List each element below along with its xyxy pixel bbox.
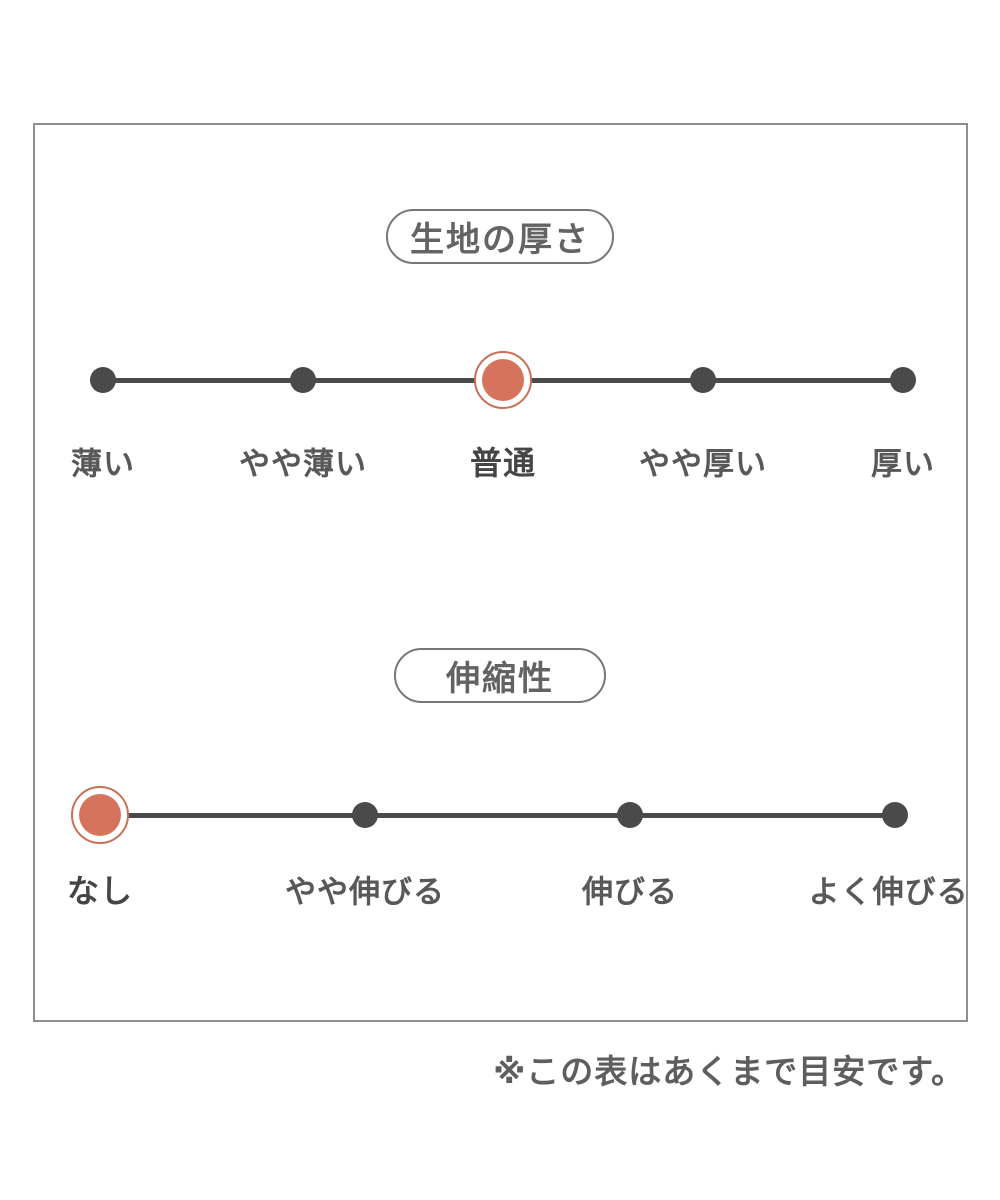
stretch-dot-slight: [351, 802, 378, 828]
thickness-label-slightly-thin: やや薄い: [239, 446, 367, 483]
thickness-label-normal-selected: 普通: [469, 444, 537, 482]
stretch-scale-line: [100, 812, 895, 818]
thickness-dot-thick: [890, 367, 916, 393]
selected-marker-dot: [79, 794, 121, 836]
stretch-label-slight: やや伸びる: [284, 874, 445, 911]
thickness-label-thick: 厚い: [871, 446, 935, 483]
selected-marker-dot: [482, 359, 524, 401]
thickness-label-slightly-thick: やや厚い: [639, 446, 767, 483]
thickness-label-thin: 薄い: [71, 446, 135, 483]
stretch-title: 伸縮性: [446, 659, 554, 699]
stretch-label-very: よく伸びる: [808, 874, 969, 911]
stretch-dot-none-selected: [71, 786, 129, 844]
thickness-dot-slightly-thick: [690, 367, 716, 393]
thickness-dot-normal-selected: [474, 351, 532, 409]
stretch-label-stretches: 伸びる: [582, 874, 678, 911]
fabric-thickness-title: 生地の厚さ: [410, 220, 590, 260]
disclaimer-footnote: ※この表はあくまで目安です。: [493, 1052, 965, 1091]
thickness-dot-slightly-thin: [290, 367, 316, 393]
stretch-label-none-selected: なし: [66, 872, 134, 910]
thickness-dot-thin: [90, 367, 116, 393]
fabric-thickness-title-pill: 生地の厚さ: [386, 209, 614, 264]
stretch-dot-stretches: [617, 802, 643, 828]
chart-border-box: [33, 123, 968, 1022]
stretch-dot-very: [882, 802, 908, 828]
stretch-title-pill: 伸縮性: [394, 648, 606, 703]
